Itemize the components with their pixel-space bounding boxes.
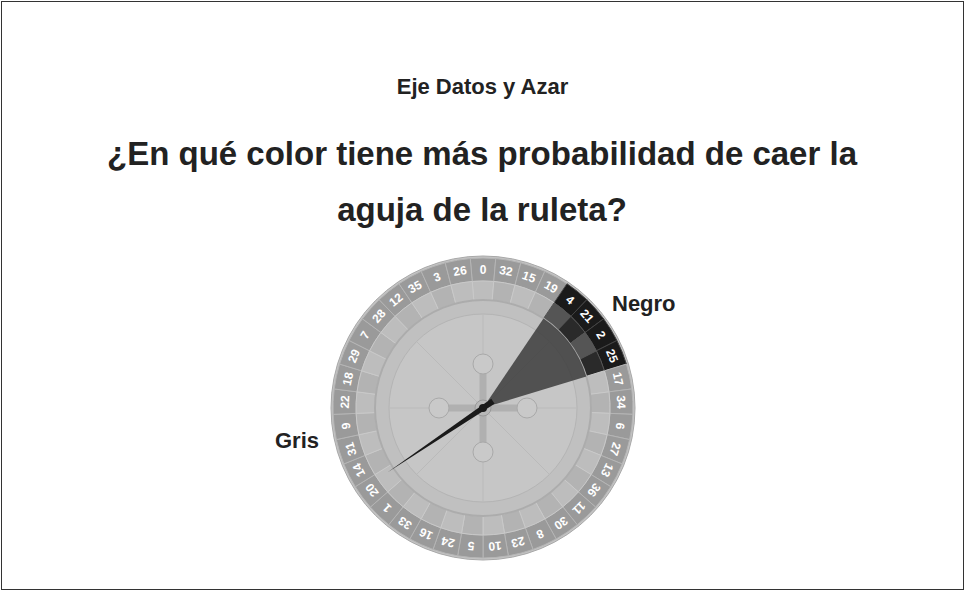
pocket-number: 7 xyxy=(358,329,372,341)
pocket-number: 19 xyxy=(542,279,560,296)
question-title: ¿En qué color tiene más probabilidad de … xyxy=(72,126,892,238)
ball-pocket xyxy=(590,392,610,414)
pocket-number: 30 xyxy=(552,514,570,531)
pocket-number: 17 xyxy=(611,371,626,387)
subject-heading: Eje Datos y Azar xyxy=(0,74,965,100)
pocket-number: 28 xyxy=(370,308,388,326)
pocket-number: 8 xyxy=(535,527,546,541)
pocket-number: 20 xyxy=(363,481,381,499)
pocket-number: 12 xyxy=(387,291,405,309)
pocket-number: 21 xyxy=(578,308,596,326)
number-pocket xyxy=(333,413,359,439)
pocket-number: 11 xyxy=(570,499,587,516)
color-label: Negro xyxy=(612,291,676,317)
ball-pocket xyxy=(472,281,494,300)
needle-pivot xyxy=(479,404,487,412)
spoke xyxy=(417,408,483,474)
pocket-number: 35 xyxy=(407,279,425,296)
pocket-number: 16 xyxy=(417,526,434,542)
pocket-number: 13 xyxy=(598,462,615,479)
pocket-number: 15 xyxy=(521,270,538,286)
pocket-number: 26 xyxy=(452,264,467,278)
number-pocket xyxy=(483,533,508,558)
pocket-number: 18 xyxy=(340,371,355,387)
wheel-rim xyxy=(331,256,635,560)
black-sector xyxy=(483,319,586,408)
number-pocket xyxy=(609,389,633,414)
pocket-number: 23 xyxy=(510,535,526,550)
pocket-number: 9 xyxy=(339,421,352,429)
pocket-number: 22 xyxy=(338,395,351,409)
pocket-number: 5 xyxy=(467,540,475,553)
pocket-number: 1 xyxy=(381,501,394,514)
ball-pocket xyxy=(356,392,376,414)
turret xyxy=(429,354,537,462)
pocket-number: 29 xyxy=(346,348,362,365)
pocket-number: 2 xyxy=(594,329,608,341)
pocket-number: 24 xyxy=(440,535,456,550)
pocket-number: 32 xyxy=(499,264,514,278)
pocket-number: 36 xyxy=(586,481,604,499)
ball-pocket xyxy=(356,413,377,435)
pocket-number: 14 xyxy=(351,462,368,479)
number-pocket xyxy=(445,259,472,286)
spoke xyxy=(483,408,549,474)
spoke xyxy=(417,342,483,408)
pocket-number: 0 xyxy=(480,264,487,276)
pocket-number: 27 xyxy=(608,440,623,456)
color-label: Gris xyxy=(275,428,319,454)
number-pocket xyxy=(333,389,357,414)
pocket-number: 31 xyxy=(343,440,358,456)
pocket-number: 3 xyxy=(432,271,442,285)
pocket-number: 6 xyxy=(614,421,627,429)
pocket-number: 34 xyxy=(615,395,628,409)
pocket-number: 33 xyxy=(397,514,415,531)
pocket-number: 25 xyxy=(603,348,619,365)
needle xyxy=(388,399,495,473)
wheel-bowl xyxy=(375,300,591,516)
pocket-number: 10 xyxy=(488,539,502,552)
ball-pocket xyxy=(483,514,504,535)
ball-pocket xyxy=(462,514,483,535)
number-pocket xyxy=(458,533,483,558)
pocket-number: 4 xyxy=(564,293,577,307)
number-pocket xyxy=(470,258,495,281)
